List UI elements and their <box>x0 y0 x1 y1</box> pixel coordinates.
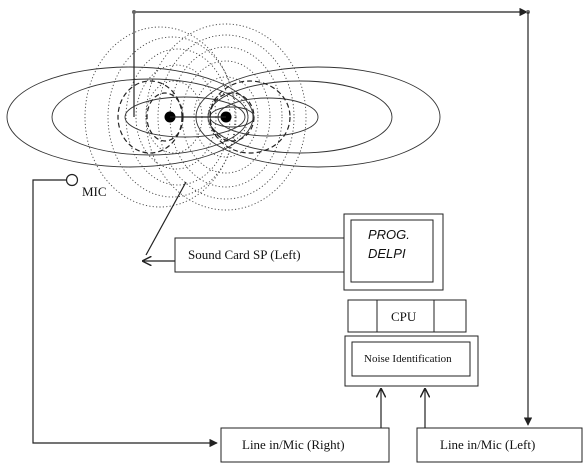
prog-delpi-monitor: PROG. DELPI <box>343 213 444 291</box>
top-wire-to-right <box>133 7 528 117</box>
right-dotted-ring-2 <box>157 34 295 200</box>
left-solid-ring-outer <box>6 66 254 168</box>
prog-label-line2: DELPI <box>368 246 406 261</box>
top-wire-junction-left <box>132 10 136 14</box>
line-right-rect <box>220 427 390 463</box>
cpu-unit: CPU <box>347 299 467 333</box>
sound-card-box: Sound Card SP (Left) <box>174 237 346 273</box>
sound-card-rect <box>174 237 346 273</box>
noise-inner <box>351 341 471 377</box>
mic-wire-to-line-right <box>32 179 218 448</box>
mic-icon <box>65 173 79 187</box>
line-in-right-box: Line in/Mic (Right) <box>220 427 390 463</box>
right-solid-ring-inner <box>217 97 319 137</box>
microphone: MIC <box>32 173 218 448</box>
line-in-left-box: Line in/Mic (Left) <box>416 427 583 463</box>
left-dotted-ring-1 <box>84 26 236 208</box>
mic-label: MIC <box>82 184 107 199</box>
cpu-label: CPU <box>391 309 417 324</box>
noise-identification-box: Noise Identification <box>344 335 479 387</box>
right-dashed-ring <box>209 80 291 154</box>
monitor-screen <box>350 219 434 283</box>
left-dotted-ring-2 <box>107 36 237 198</box>
right-dotted-ring-1 <box>145 23 307 211</box>
cpu-center <box>376 299 435 333</box>
field-to-sound-card-wire <box>145 181 187 256</box>
top-feed-wire <box>132 7 533 426</box>
sound-field <box>6 23 441 211</box>
sound-card-label: Sound Card SP (Left) <box>188 247 301 262</box>
noise-label: Noise Identification <box>364 353 452 365</box>
line-left-label: Line in/Mic (Left) <box>440 437 535 452</box>
line-right-label: Line in/Mic (Right) <box>242 437 345 452</box>
prog-label-line1: PROG. <box>368 227 410 242</box>
line-left-rect <box>416 427 583 463</box>
right-inner-dashed-ring <box>209 92 255 142</box>
